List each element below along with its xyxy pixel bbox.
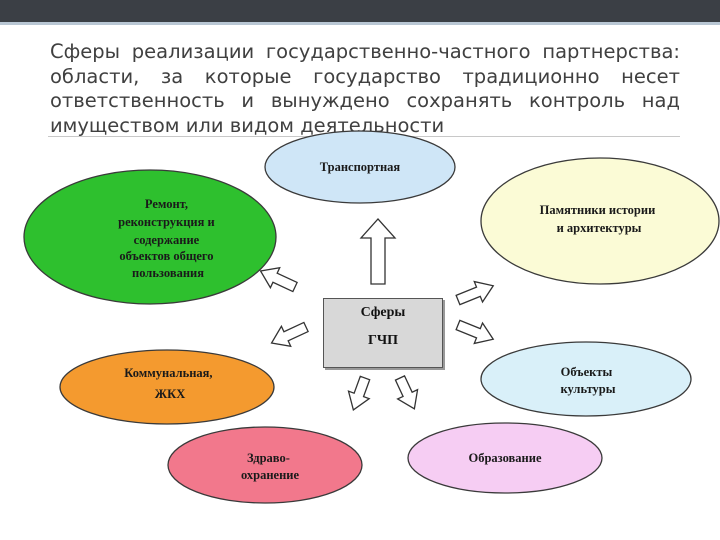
- node-transport: [264, 130, 456, 204]
- arrow-left-up: [259, 266, 298, 293]
- node-education: [407, 422, 603, 494]
- top-bar-accent: [0, 22, 720, 25]
- node-communal: [59, 349, 275, 425]
- arrow-right-up: [455, 280, 495, 306]
- node-education-label: Образование: [468, 451, 541, 465]
- node-communal-label: Коммунальная, ЖКХ: [124, 366, 215, 401]
- arrow-down-right: [394, 375, 419, 410]
- node-health-label: Здраво- охранение: [241, 451, 300, 482]
- center-label-2: ГЧП: [367, 333, 399, 348]
- node-culture: [480, 341, 692, 417]
- arrow-down-left: [347, 375, 371, 412]
- node-transport-label: Транспортная: [320, 160, 401, 174]
- node-health: [167, 426, 363, 504]
- arrow-right-down: [455, 319, 495, 345]
- top-bar: [0, 0, 720, 22]
- node-monuments: [480, 157, 720, 285]
- node-monuments-label: Памятники истории и архитектуры: [540, 203, 659, 235]
- arrow-left-down: [270, 321, 309, 348]
- center-box: Сферы ГЧП: [323, 298, 443, 368]
- node-culture-label: Объекты культуры: [560, 365, 615, 396]
- node-repair-label: Ремонт, реконструкция и содержание объек…: [118, 197, 218, 280]
- node-repair: [23, 169, 277, 305]
- center-label-1: Сферы: [360, 305, 406, 320]
- arrow-up: [359, 218, 397, 285]
